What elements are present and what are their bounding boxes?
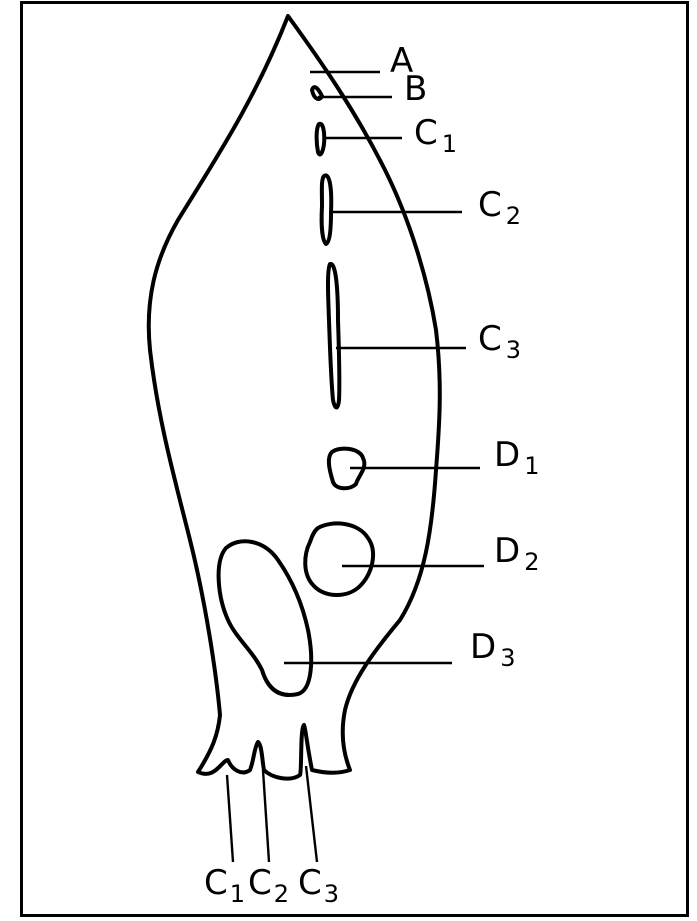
structure-d2 — [303, 521, 376, 597]
body-outline — [146, 14, 442, 781]
leader-bottom-c3 — [304, 765, 319, 863]
diagram-frame — [20, 1, 689, 917]
label-bottom-c2: C2 — [248, 863, 289, 908]
label-a: A — [390, 41, 413, 81]
label-b: B — [404, 69, 427, 109]
leader-bottom-c1 — [225, 774, 235, 863]
structure-d1 — [326, 446, 367, 491]
leader-bottom-c2 — [261, 769, 271, 863]
label-bottom-c1: C1 — [204, 863, 245, 908]
label-bottom-c3: C3 — [298, 863, 339, 908]
structure-d3 — [216, 539, 314, 697]
structure-c1 — [314, 121, 327, 157]
structure-c3 — [326, 262, 342, 410]
structure-c2 — [319, 173, 334, 246]
